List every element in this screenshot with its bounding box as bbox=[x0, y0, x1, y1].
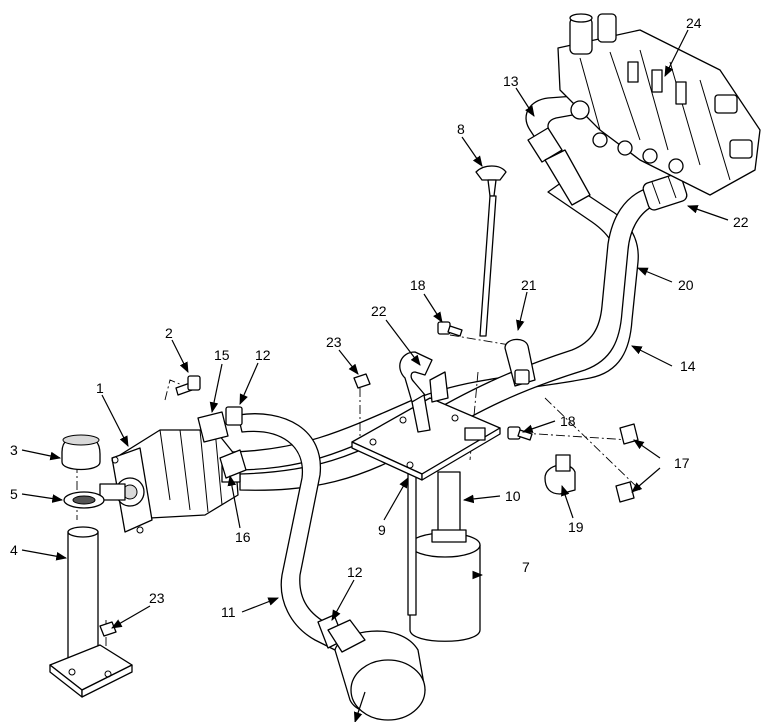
callout-1: 1 bbox=[96, 380, 104, 396]
callout-12a: 12 bbox=[255, 347, 271, 363]
callout-20: 20 bbox=[678, 277, 694, 293]
dipstick-8 bbox=[475, 165, 507, 337]
callout-18a: 18 bbox=[410, 277, 426, 293]
callout-17: 17 bbox=[674, 455, 690, 471]
callout-15: 15 bbox=[214, 347, 230, 363]
mounting-plate-9 bbox=[351, 397, 501, 481]
callout-18b: 18 bbox=[560, 413, 576, 429]
callout-5: 5 bbox=[10, 486, 18, 502]
callout-22b: 22 bbox=[733, 214, 749, 230]
nut-23-lower bbox=[99, 621, 117, 637]
callout-24: 24 bbox=[686, 15, 702, 31]
callout-22a: 22 bbox=[371, 303, 387, 319]
callout-14: 14 bbox=[680, 358, 696, 374]
hydraulic-pump-1 bbox=[99, 411, 241, 534]
bolt-18-upper bbox=[437, 321, 463, 337]
callout-21: 21 bbox=[521, 277, 537, 293]
control-valve-24 bbox=[557, 13, 761, 196]
clamp-21 bbox=[504, 338, 536, 387]
elbow-fitting-22 bbox=[399, 351, 449, 433]
callout-23b: 23 bbox=[149, 590, 165, 606]
clamp-19 bbox=[544, 454, 576, 495]
gasket-5 bbox=[63, 491, 105, 509]
callout-11: 11 bbox=[221, 604, 236, 620]
callout-16: 16 bbox=[235, 529, 251, 545]
filler-tube-4 bbox=[49, 526, 133, 698]
filter-canister bbox=[327, 619, 426, 721]
callout-7: 7 bbox=[522, 559, 530, 575]
callout-13: 13 bbox=[503, 73, 519, 89]
reservoir-7 bbox=[407, 464, 481, 642]
clip-17-lower bbox=[615, 481, 635, 503]
callout-23a: 23 bbox=[326, 334, 342, 350]
breather-cap-3 bbox=[61, 434, 101, 471]
nut-23-upper bbox=[353, 373, 371, 389]
callout-9: 9 bbox=[378, 522, 386, 538]
leader-lines bbox=[21, 29, 729, 722]
callout-10: 10 bbox=[505, 488, 521, 504]
callout-labels: 1 2 3 5 4 7 8 9 10 11 12 12 13 14 15 16 … bbox=[10, 15, 749, 620]
callout-19: 19 bbox=[568, 519, 584, 535]
callout-4: 4 bbox=[10, 542, 18, 558]
callout-8: 8 bbox=[457, 121, 465, 137]
bolt-2 bbox=[175, 375, 201, 396]
hose-13 bbox=[525, 95, 591, 206]
callout-2: 2 bbox=[165, 325, 173, 341]
fitting-16 bbox=[219, 449, 247, 479]
bolt-18-lower bbox=[507, 426, 533, 441]
callout-12b: 12 bbox=[347, 564, 363, 580]
callout-3: 3 bbox=[10, 442, 18, 458]
